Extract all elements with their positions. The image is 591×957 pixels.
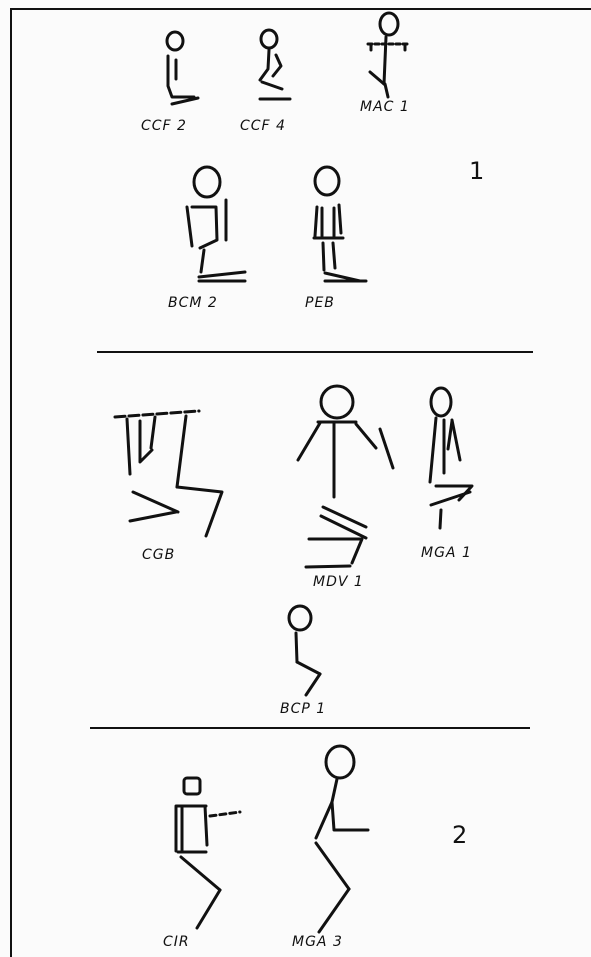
figure-mga3 <box>314 744 370 934</box>
section-divider-1 <box>97 351 533 353</box>
figure-peb <box>312 165 368 283</box>
figure-mac1 <box>366 11 410 99</box>
figure-ccf4 <box>258 28 292 101</box>
label-mga1: MGA 1 <box>421 545 472 561</box>
section-number-1: 1 <box>469 157 485 185</box>
label-ccf4: CCF 4 <box>240 118 286 134</box>
section-number-2: 2 <box>452 821 468 849</box>
label-mga3: MGA 3 <box>292 934 343 950</box>
page-border-left <box>10 8 12 957</box>
label-bcp1: BCP 1 <box>280 701 327 717</box>
label-mdv1: MDV 1 <box>313 574 364 590</box>
figure-mdv1 <box>296 384 395 569</box>
label-mac1: MAC 1 <box>360 99 410 115</box>
figure-bcm2 <box>185 165 247 283</box>
label-bcm2: BCM 2 <box>168 295 218 311</box>
label-cir: CIR <box>163 934 190 950</box>
figure-mga1 <box>428 386 474 530</box>
figure-ccf2 <box>165 30 200 106</box>
label-peb: PEB <box>305 295 335 311</box>
figure-cgb <box>113 409 224 538</box>
figure-bcp1 <box>287 604 322 697</box>
section-divider-2 <box>90 727 530 729</box>
label-ccf2: CCF 2 <box>141 118 187 134</box>
label-cgb: CGB <box>142 547 176 563</box>
figure-cir <box>174 776 242 930</box>
page-border-top <box>10 8 591 10</box>
